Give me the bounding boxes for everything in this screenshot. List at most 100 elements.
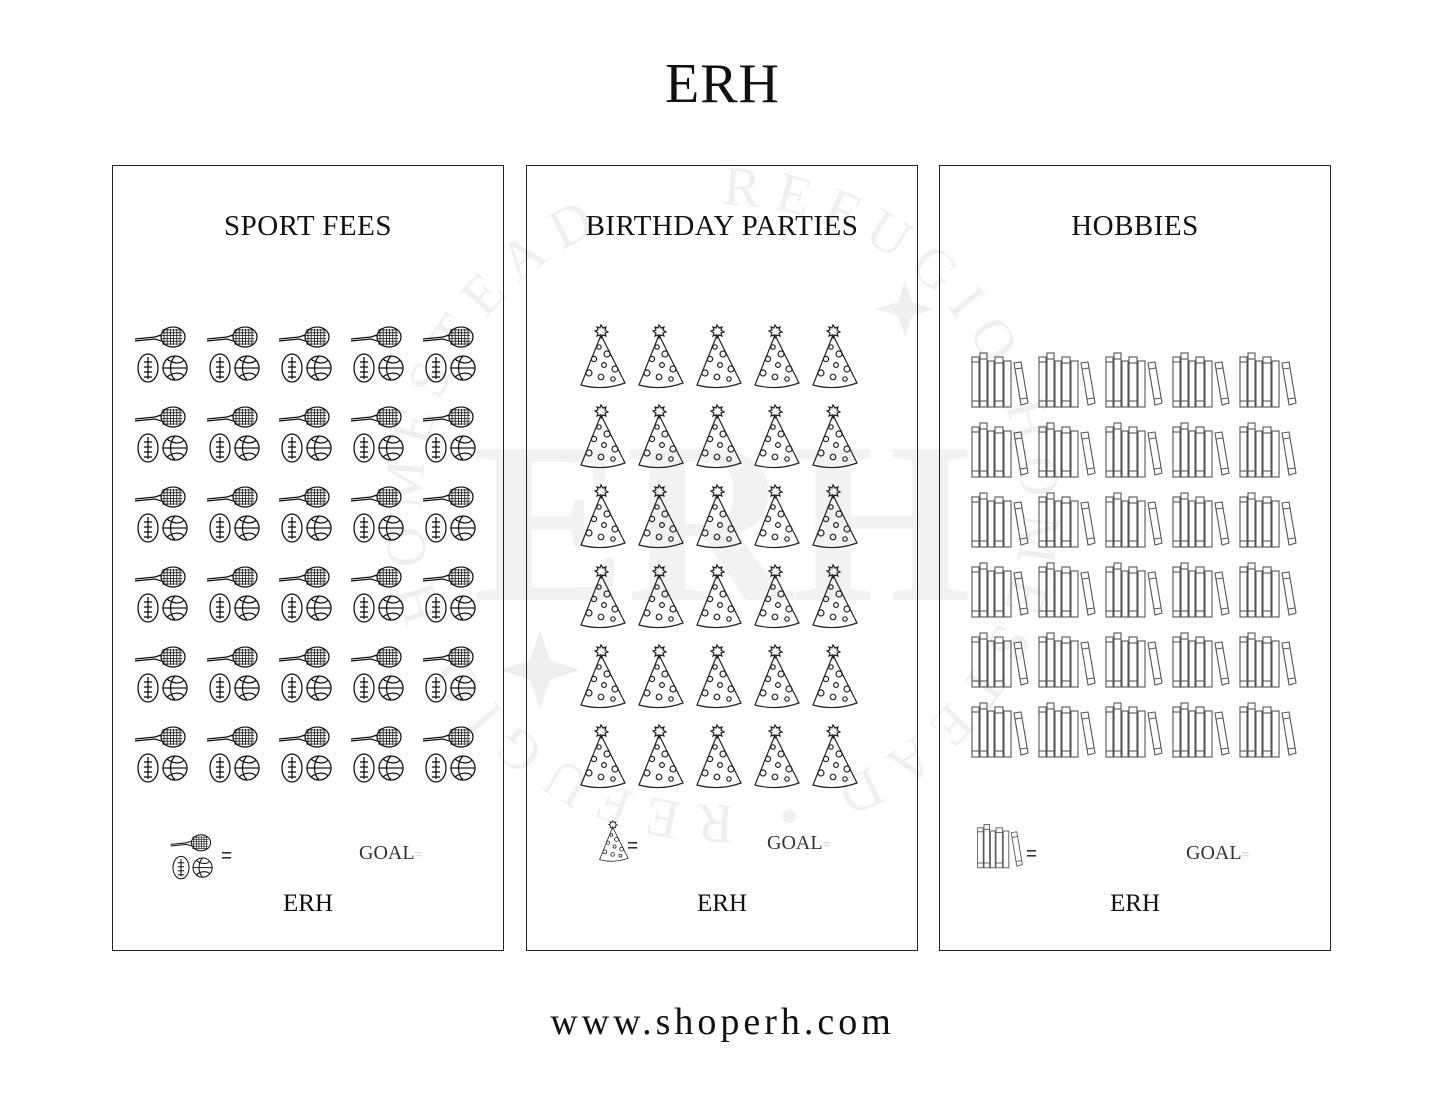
party-hat-icon[interactable]	[635, 321, 693, 401]
sports-ball-icon[interactable]	[421, 406, 493, 486]
party-hat-icon[interactable]	[693, 641, 751, 721]
sports-ball-icon[interactable]	[349, 646, 421, 726]
party-hat-icon[interactable]	[577, 321, 635, 401]
party-hat-icon[interactable]	[635, 481, 693, 561]
party-hat-icon	[597, 818, 631, 868]
books-icon[interactable]	[1104, 491, 1171, 561]
sports-ball-icon[interactable]	[133, 406, 205, 486]
party-hat-icon[interactable]	[751, 561, 809, 641]
party-hat-icon[interactable]	[693, 721, 751, 801]
party-hat-icon[interactable]	[751, 481, 809, 561]
party-hat-icon[interactable]	[809, 321, 867, 401]
party-hat-icon[interactable]	[809, 401, 867, 481]
books-icon[interactable]	[970, 561, 1037, 631]
party-hat-icon[interactable]	[693, 321, 751, 401]
sports-ball-icon[interactable]	[349, 486, 421, 566]
party-hat-icon[interactable]	[751, 401, 809, 481]
books-icon[interactable]	[1037, 561, 1104, 631]
sports-ball-icon[interactable]	[349, 566, 421, 646]
goal-field[interactable]: GOAL=	[1186, 842, 1249, 865]
party-hat-icon[interactable]	[635, 401, 693, 481]
sports-ball-icon[interactable]	[349, 326, 421, 406]
sports-ball-icon[interactable]	[421, 486, 493, 566]
party-hat-icon[interactable]	[809, 481, 867, 561]
sports-ball-icon[interactable]	[133, 566, 205, 646]
books-icon[interactable]	[1104, 561, 1171, 631]
sports-ball-icon[interactable]	[205, 566, 277, 646]
sports-ball-icon[interactable]	[277, 486, 349, 566]
books-icon[interactable]	[1171, 701, 1238, 771]
books-icon[interactable]	[1037, 491, 1104, 561]
sports-ball-icon[interactable]	[133, 326, 205, 406]
books-icon[interactable]	[1171, 631, 1238, 701]
sports-ball-icon[interactable]	[133, 646, 205, 726]
party-hat-icon[interactable]	[751, 321, 809, 401]
sports-ball-icon[interactable]	[277, 326, 349, 406]
party-hat-icon[interactable]	[751, 721, 809, 801]
sports-ball-icon[interactable]	[205, 326, 277, 406]
books-icon[interactable]	[970, 351, 1037, 421]
sports-ball-icon[interactable]	[421, 646, 493, 726]
sports-ball-icon[interactable]	[277, 566, 349, 646]
books-icon[interactable]	[1171, 491, 1238, 561]
goal-field[interactable]: GOAL=	[359, 842, 422, 865]
party-hat-icon[interactable]	[635, 641, 693, 721]
sports-ball-icon[interactable]	[277, 646, 349, 726]
books-icon[interactable]	[1238, 631, 1305, 701]
party-hat-icon[interactable]	[809, 641, 867, 721]
sports-ball-icon[interactable]	[349, 726, 421, 806]
books-icon[interactable]	[970, 701, 1037, 771]
party-hat-icon[interactable]	[693, 561, 751, 641]
party-hat-icon[interactable]	[577, 561, 635, 641]
books-icon[interactable]	[1238, 351, 1305, 421]
sports-ball-icon[interactable]	[133, 486, 205, 566]
sports-ball-icon[interactable]	[205, 406, 277, 486]
party-hat-icon[interactable]	[693, 401, 751, 481]
legend-icon	[169, 834, 217, 884]
books-icon[interactable]	[1037, 631, 1104, 701]
sports-ball-icon[interactable]	[421, 326, 493, 406]
books-icon[interactable]	[970, 491, 1037, 561]
party-hat-icon[interactable]	[809, 561, 867, 641]
party-hat-icon[interactable]	[635, 561, 693, 641]
books-icon[interactable]	[1104, 351, 1171, 421]
party-hat-icon[interactable]	[809, 721, 867, 801]
books-icon[interactable]	[1171, 421, 1238, 491]
legend-icon	[597, 818, 631, 868]
sports-ball-icon[interactable]	[205, 726, 277, 806]
books-icon[interactable]	[1171, 351, 1238, 421]
books-icon[interactable]	[1238, 561, 1305, 631]
sports-ball-icon[interactable]	[277, 726, 349, 806]
books-icon[interactable]	[1104, 421, 1171, 491]
books-icon[interactable]	[1104, 631, 1171, 701]
legend-equals: =	[221, 846, 233, 867]
party-hat-icon[interactable]	[751, 641, 809, 721]
books-icon[interactable]	[1238, 421, 1305, 491]
sports-ball-icon	[169, 834, 217, 884]
books-icon[interactable]	[1171, 561, 1238, 631]
sports-ball-icon[interactable]	[133, 726, 205, 806]
books-icon[interactable]	[970, 421, 1037, 491]
goal-field[interactable]: GOAL=	[767, 832, 830, 855]
books-icon[interactable]	[1037, 421, 1104, 491]
party-hat-icon[interactable]	[577, 721, 635, 801]
books-icon[interactable]	[1238, 701, 1305, 771]
party-hat-icon[interactable]	[693, 481, 751, 561]
sports-ball-icon[interactable]	[277, 406, 349, 486]
books-icon[interactable]	[970, 631, 1037, 701]
sports-ball-icon[interactable]	[421, 726, 493, 806]
sports-ball-icon[interactable]	[421, 566, 493, 646]
party-hat-icon[interactable]	[635, 721, 693, 801]
goal-equals: =	[1241, 848, 1250, 863]
books-icon[interactable]	[1238, 491, 1305, 561]
books-icon[interactable]	[1037, 351, 1104, 421]
sports-ball-icon[interactable]	[349, 406, 421, 486]
sports-ball-icon[interactable]	[205, 486, 277, 566]
party-hat-icon[interactable]	[577, 481, 635, 561]
party-hat-icon[interactable]	[577, 641, 635, 721]
icon-grid	[133, 326, 493, 806]
party-hat-icon[interactable]	[577, 401, 635, 481]
books-icon[interactable]	[1037, 701, 1104, 771]
sports-ball-icon[interactable]	[205, 646, 277, 726]
books-icon[interactable]	[1104, 701, 1171, 771]
